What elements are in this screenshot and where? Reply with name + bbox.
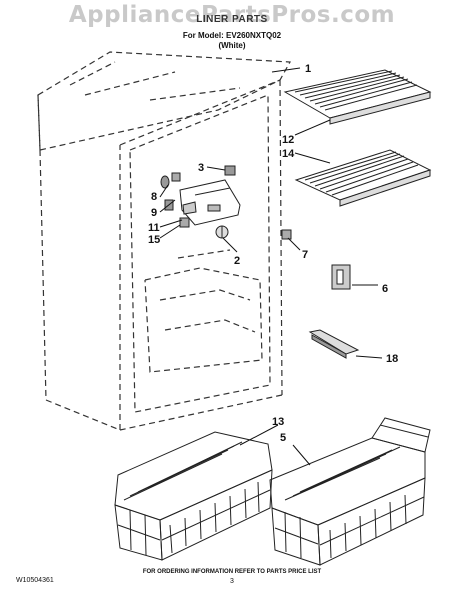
freezer-cabinet — [37, 51, 291, 431]
callout-label: 13 — [272, 416, 284, 428]
callout-label: 18 — [386, 353, 398, 365]
wire-basket-left — [114, 431, 273, 561]
callout-label: 15 — [148, 234, 160, 246]
callout-label: 7 — [302, 249, 308, 261]
ordering-note: FOR ORDERING INFORMATION REFER TO PARTS … — [142, 569, 322, 575]
callout-label: 1 — [305, 63, 311, 75]
callout-label: 12 — [282, 134, 294, 146]
callout-label: 8 — [151, 191, 157, 203]
document-number: W10504361 — [16, 577, 54, 584]
callout-label: 3 — [198, 162, 204, 174]
wire-shelf-lower — [294, 149, 432, 207]
leader-lines — [159, 67, 383, 466]
callout-label: 2 — [234, 255, 240, 267]
callout-labels: 1 12 14 3 8 9 11 15 2 7 6 18 13 5 — [148, 63, 398, 444]
wire-shelf-upper — [283, 69, 432, 125]
callout-label: 9 — [151, 207, 157, 219]
callout-label: 6 — [382, 283, 388, 295]
model-number: For Model: EV260NXTQ02 — [182, 31, 282, 40]
shelf-support-clip — [331, 264, 351, 290]
wire-basket-right — [269, 417, 431, 566]
callout-label: 5 — [280, 432, 286, 444]
callout-label: 11 — [148, 222, 160, 234]
model-color: (White) — [218, 41, 246, 50]
basket-rail — [308, 329, 360, 359]
callout-label: 14 — [282, 148, 295, 160]
page-title: LINER PARTS — [196, 14, 268, 25]
page-number: 3 — [230, 578, 234, 585]
watermark: AppliancePartsPros.com — [68, 2, 396, 28]
control-assembly — [160, 165, 292, 240]
